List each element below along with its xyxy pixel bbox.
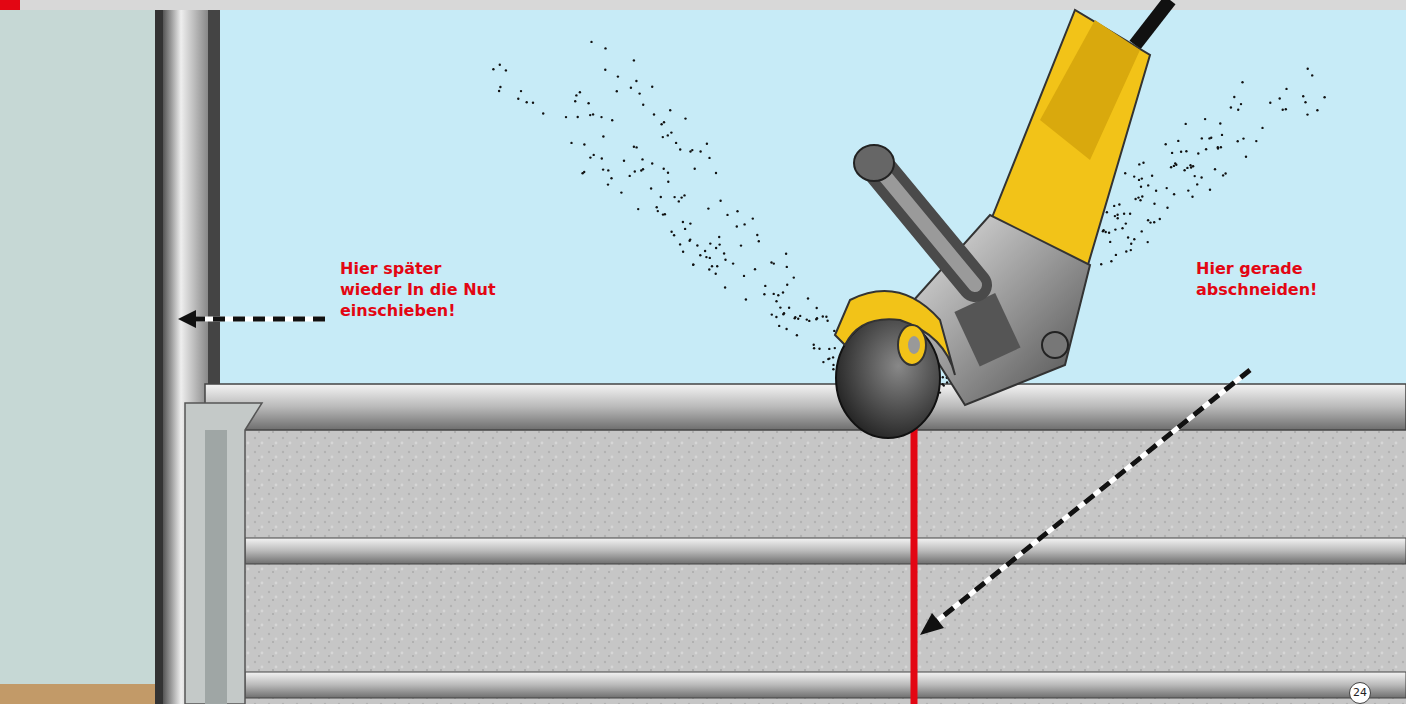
leader-arrow: [920, 370, 1250, 635]
leader-arrow: [178, 310, 325, 328]
instruction-note: Hier gerade abschneiden!: [1196, 258, 1326, 300]
instruction-note: Hier später wieder In die Nut einschiebe…: [340, 258, 500, 321]
callout-number: 24: [1349, 682, 1371, 704]
